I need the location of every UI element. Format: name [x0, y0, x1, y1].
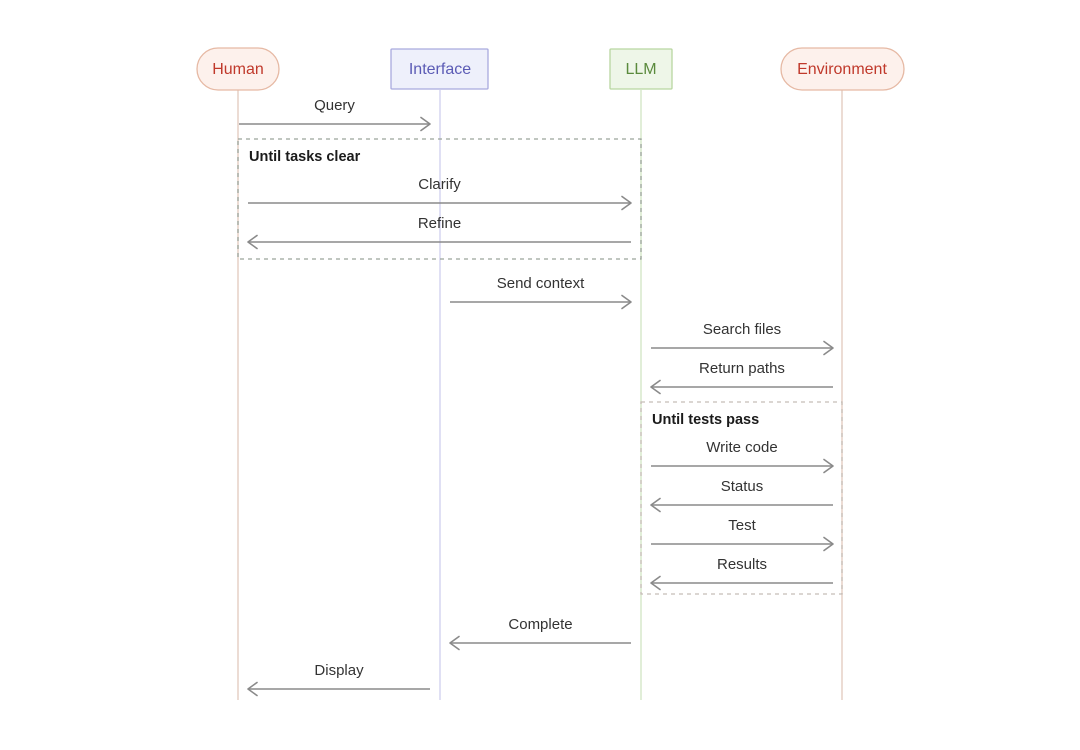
loop-box-loop2 — [640, 401, 843, 595]
arrowhead-icon-m3 — [247, 234, 258, 250]
message-label-m2: Clarify — [418, 176, 461, 193]
message-label-m7: Write code — [706, 439, 777, 456]
arrowhead-icon-m9 — [823, 536, 834, 552]
participant-interface[interactable]: Interface — [390, 48, 489, 90]
participant-box-environment[interactable] — [780, 47, 905, 91]
participant-box-interface[interactable] — [390, 48, 489, 90]
message-m10: Results — [650, 556, 833, 591]
message-label-m11: Complete — [508, 616, 572, 633]
loop-label-loop2: Until tests pass — [652, 412, 759, 428]
message-m4: Send context — [450, 275, 632, 310]
message-label-m4: Send context — [497, 275, 585, 292]
participant-human[interactable]: Human — [196, 47, 280, 91]
participant-box-llm[interactable] — [609, 48, 673, 90]
arrowhead-icon-m1 — [420, 116, 431, 132]
participant-label-interface: Interface — [409, 61, 471, 78]
message-m7: Write code — [651, 439, 834, 474]
message-m9: Test — [651, 517, 834, 552]
message-label-m10: Results — [717, 556, 767, 573]
arrowhead-icon-m12 — [247, 681, 258, 697]
message-m11: Complete — [449, 616, 631, 651]
message-label-m12: Display — [314, 662, 364, 679]
arrowhead-icon-m6 — [650, 379, 661, 395]
arrowhead-icon-m7 — [823, 458, 834, 474]
arrowhead-icon-m8 — [650, 497, 661, 513]
participant-label-human: Human — [212, 61, 264, 78]
loop-label-loop1: Until tasks clear — [249, 149, 361, 165]
message-m12: Display — [247, 662, 430, 697]
message-label-m9: Test — [728, 517, 756, 534]
lifelines-layer — [237, 90, 843, 700]
participant-environment[interactable]: Environment — [780, 47, 905, 91]
message-m3: Refine — [247, 215, 631, 250]
message-m2: Clarify — [248, 176, 632, 211]
loop-box-loop1 — [237, 138, 642, 260]
message-m1: Query — [239, 97, 431, 132]
message-label-m6: Return paths — [699, 360, 785, 377]
arrowhead-icon-m5 — [823, 340, 834, 356]
message-m5: Search files — [651, 321, 834, 356]
message-m6: Return paths — [650, 360, 833, 395]
participants-layer: Human Interface LLM Environment — [196, 47, 905, 91]
message-m8: Status — [650, 478, 833, 513]
message-label-m8: Status — [721, 478, 764, 495]
participant-label-environment: Environment — [797, 61, 887, 78]
participant-llm[interactable]: LLM — [609, 48, 673, 90]
message-label-m3: Refine — [418, 215, 461, 232]
participant-box-human[interactable] — [196, 47, 280, 91]
arrowhead-icon-m4 — [621, 294, 632, 310]
arrowhead-icon-m2 — [621, 195, 632, 211]
arrowhead-icon-m11 — [449, 635, 460, 651]
message-label-m1: Query — [314, 97, 355, 114]
arrowhead-icon-m10 — [650, 575, 661, 591]
participant-label-llm: LLM — [625, 61, 656, 78]
message-label-m5: Search files — [703, 321, 781, 338]
